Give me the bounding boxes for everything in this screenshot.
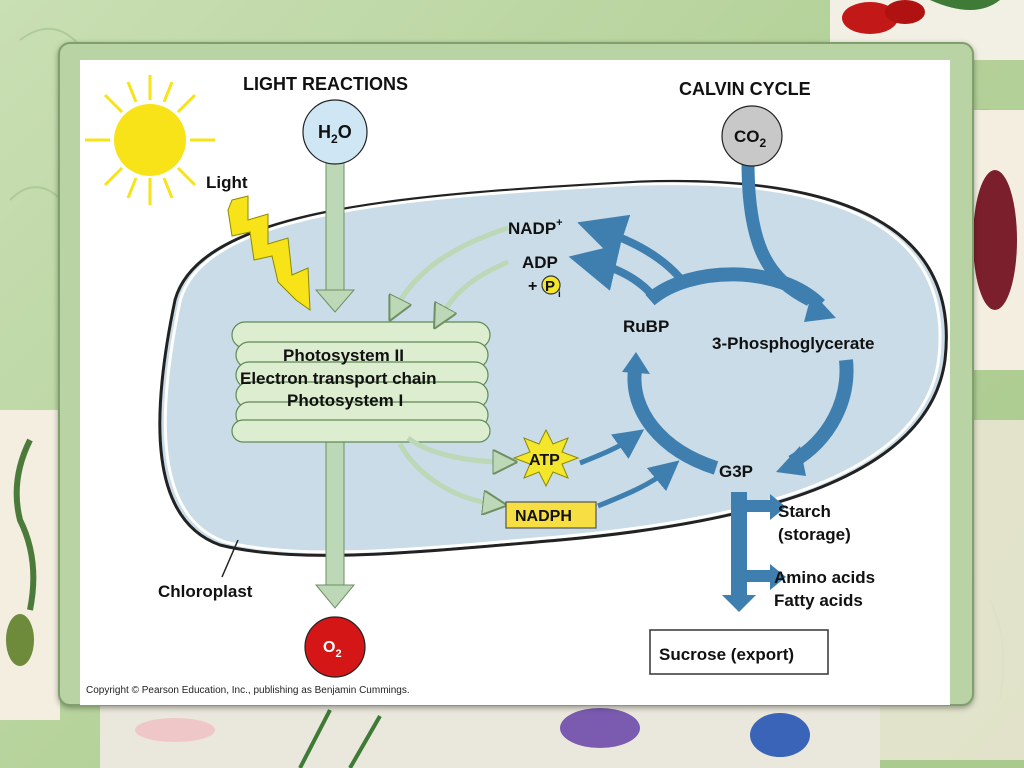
amino-acids-label: Amino acids (774, 568, 875, 587)
plant-illustration-left (0, 410, 60, 720)
phosphate-circle (541, 275, 561, 295)
nadph-label: NADPH (515, 508, 572, 525)
g3p-output-arrow (722, 492, 786, 612)
flower-illustration-right (970, 110, 1024, 370)
thylakoid-stack (231, 321, 491, 443)
sucrose-label: Sucrose (export) (659, 645, 794, 664)
atp-to-cycle-arrow (579, 429, 645, 466)
fatty-acids-label: Fatty acids (774, 591, 863, 610)
nadp-label: NADP+ (508, 217, 563, 238)
chloroplast-pointer (221, 539, 239, 578)
storage-label: (storage) (778, 525, 851, 544)
phosphoglycerate-label: 3-Phosphoglycerate (712, 334, 875, 353)
g3p-label: G3P (719, 462, 753, 481)
thylakoid-line-2: Electron transport chain (240, 369, 436, 388)
svg-text:CO2: CO2 (734, 127, 767, 150)
thylakoid-line-1: Photosystem II (283, 346, 404, 365)
thylakoid-to-nadph-arrow (397, 442, 495, 504)
starch-label: Starch (778, 502, 831, 521)
svg-text:H2O: H2O (318, 122, 352, 146)
flower-illustration-bottom (100, 706, 880, 768)
rubp-label: RuBP (623, 317, 669, 336)
light-bolt-icon (227, 195, 311, 312)
nadph-to-cycle-arrow (597, 460, 680, 509)
adp-label: ADP (522, 253, 558, 272)
thylakoid-line-3: Photosystem I (287, 391, 403, 410)
light-reactions-title: LIGHT REACTIONS (243, 74, 408, 94)
co2-molecule: CO2 (721, 105, 783, 167)
o2-molecule: O2 (304, 616, 366, 678)
atp-label: ATP (529, 452, 560, 469)
nadp-to-thylakoid-arrow (395, 225, 509, 310)
nadph-box (505, 501, 597, 529)
adp-to-thylakoid-arrow (440, 259, 509, 318)
thylakoid-to-atp-arrow (406, 435, 505, 462)
h2o-arrow (314, 149, 356, 313)
atp-star-icon (512, 428, 580, 488)
h2o-molecule: H2O (302, 99, 368, 165)
cycle-to-adp-arrow (568, 244, 659, 301)
copyright-notice: Copyright © Pearson Education, Inc., pub… (86, 685, 410, 696)
sun-icon (85, 75, 215, 205)
svg-text:O2: O2 (323, 639, 342, 660)
calvin-cycle-title: CALVIN CYCLE (679, 79, 811, 99)
light-label: Light (206, 173, 248, 192)
co2-arrow (741, 161, 813, 306)
chloroplast-label: Chloroplast (158, 582, 253, 601)
sucrose-box (649, 629, 829, 675)
plus-label: + (528, 278, 537, 295)
cycle-to-nadp-arrow (577, 214, 684, 281)
